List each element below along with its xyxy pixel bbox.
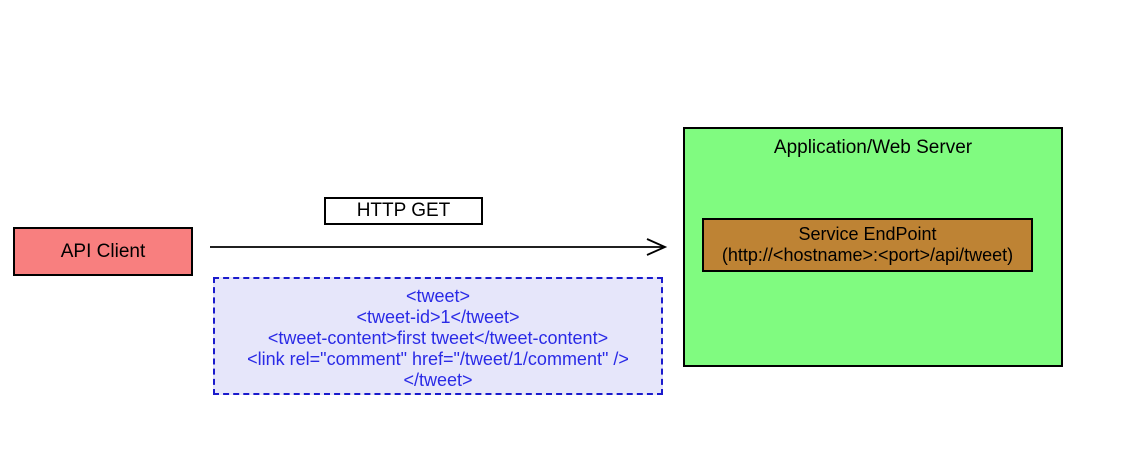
response-xml-box: <tweet> <tweet-id>1</tweet> <tweet-conte…: [213, 277, 663, 395]
api-client-box: API Client: [13, 227, 193, 276]
server-title: Application/Web Server: [773, 137, 973, 158]
xml-line: <link rel="comment" href="/tweet/1/comme…: [247, 349, 629, 369]
xml-line: <tweet-id>1</tweet>: [356, 307, 520, 327]
http-get-label-box: HTTP GET: [324, 197, 483, 225]
xml-line: <tweet>: [405, 286, 471, 306]
service-endpoint-url: (http://<hostname>:<port>/api/tweet): [721, 245, 1014, 265]
xml-line: <tweet-content>first tweet</tweet-conten…: [267, 328, 609, 348]
http-get-arrow: [210, 238, 668, 256]
service-endpoint-name: Service EndPoint: [798, 224, 937, 244]
api-client-label: API Client: [60, 240, 146, 262]
service-endpoint-box: Service EndPoint (http://<hostname>:<por…: [702, 218, 1033, 272]
http-get-label: HTTP GET: [356, 200, 451, 221]
xml-line: </tweet>: [403, 370, 473, 390]
